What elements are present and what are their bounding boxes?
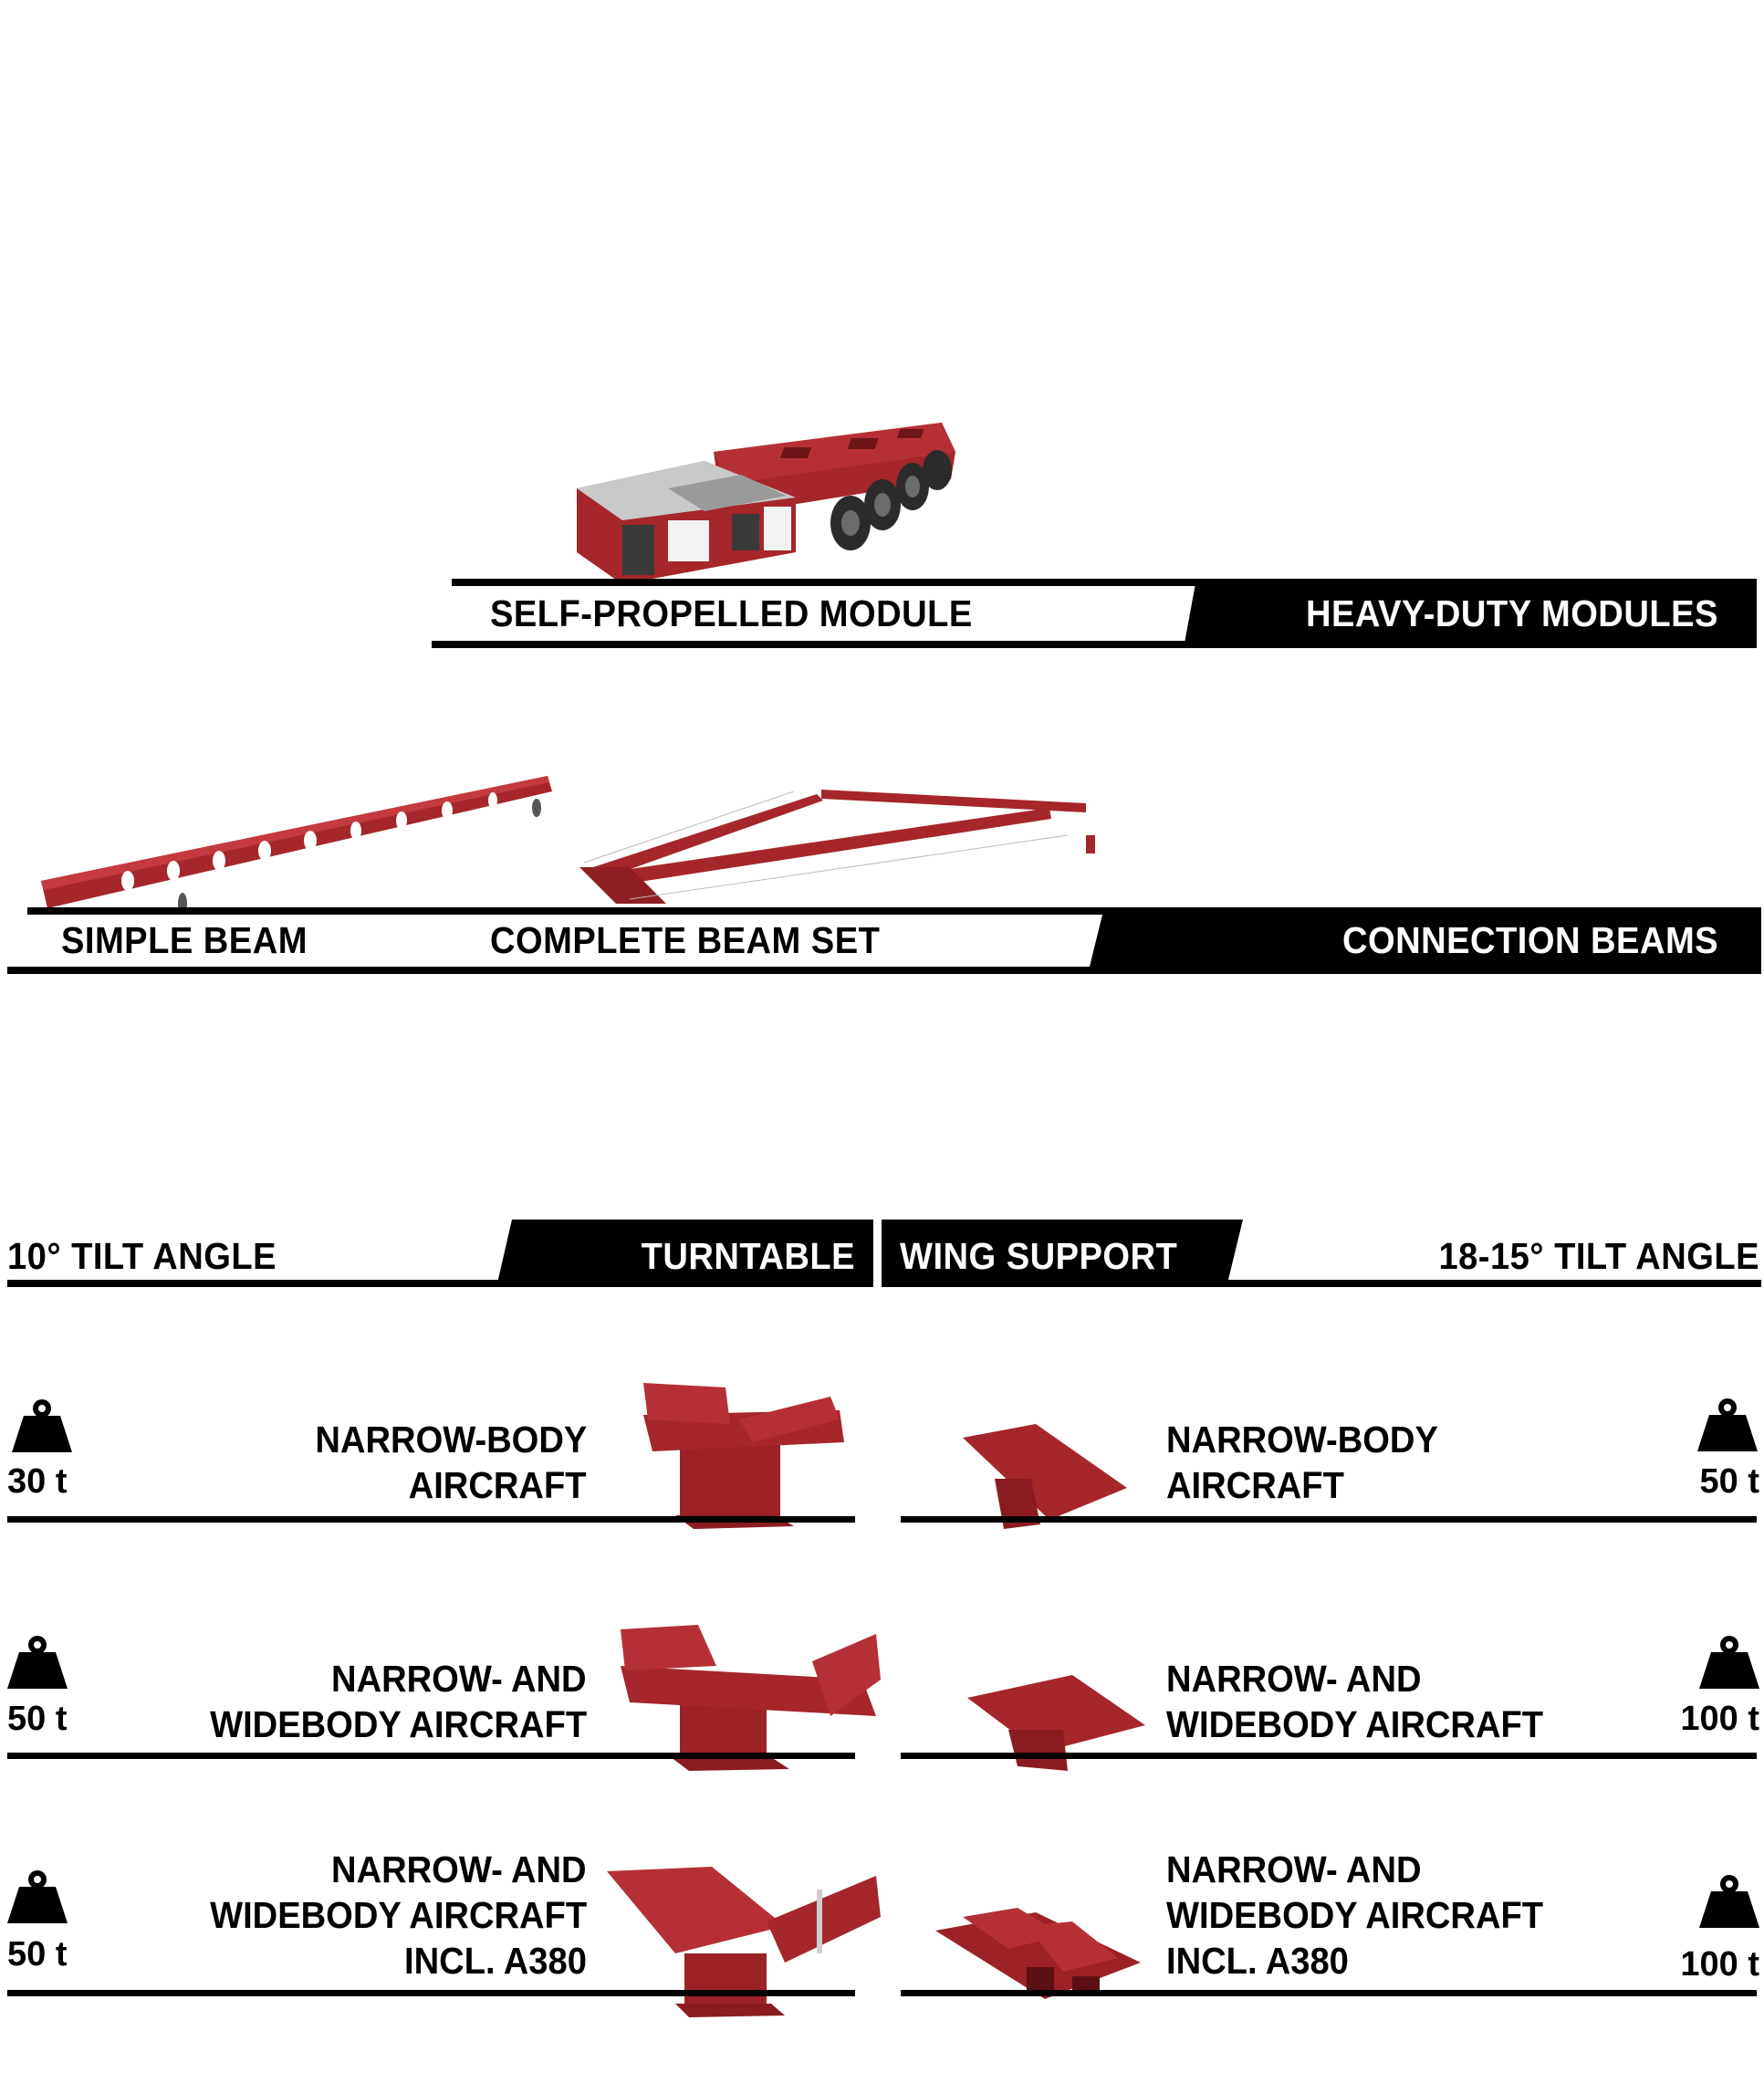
aircraft-type-line: INCL. A380 bbox=[404, 1940, 587, 1982]
row-divider bbox=[901, 1516, 1757, 1523]
weight-icon bbox=[7, 1634, 68, 1689]
turntable-image bbox=[602, 1862, 881, 2017]
wing-support-band bbox=[882, 1220, 1243, 1287]
aircraft-type-line: NARROW- AND bbox=[331, 1658, 587, 1700]
heavy-duty-category-band bbox=[1184, 579, 1757, 648]
weight-icon bbox=[1697, 1397, 1758, 1451]
connection-category-band bbox=[1088, 907, 1761, 974]
complete-beam-set-label: COMPLETE BEAM SET bbox=[490, 919, 881, 961]
turntable-header-rule bbox=[7, 1280, 509, 1287]
weight-icon bbox=[1699, 1873, 1759, 1928]
row-divider bbox=[7, 1990, 855, 1996]
capacity-value: 100 t bbox=[1680, 1700, 1759, 1738]
turntable-category-label: TURNTABLE bbox=[641, 1235, 855, 1277]
aircraft-type-line: NARROW- AND bbox=[331, 1848, 587, 1890]
row-divider bbox=[7, 1516, 855, 1523]
aircraft-type-line: WIDEBODY AIRCRAFT bbox=[209, 1894, 587, 1936]
connection-top-rule bbox=[27, 907, 1761, 915]
heavy-duty-bottom-rule bbox=[432, 641, 1757, 648]
aircraft-type-line: INCL. A380 bbox=[1166, 1940, 1349, 1982]
complete-beam-set-image bbox=[575, 780, 1113, 908]
turntable-tilt-label: 10° TILT ANGLE bbox=[7, 1235, 277, 1277]
turntable-image bbox=[639, 1378, 849, 1529]
turntable-band bbox=[496, 1220, 873, 1287]
row-divider bbox=[901, 1990, 1757, 1996]
row-divider bbox=[901, 1753, 1757, 1759]
spmt-label: SELF-PROPELLED MODULE bbox=[490, 592, 973, 634]
weight-icon bbox=[7, 1869, 68, 1923]
capacity-value: 50 t bbox=[7, 1935, 68, 1974]
spmt-image bbox=[568, 415, 960, 584]
aircraft-type-line: WIDEBODY AIRCRAFT bbox=[1166, 1894, 1544, 1936]
weight-icon bbox=[12, 1398, 72, 1452]
capacity-value: 30 t bbox=[7, 1462, 68, 1501]
aircraft-type-line: NARROW-BODY bbox=[1166, 1419, 1438, 1461]
aircraft-type-line: NARROW- AND bbox=[1166, 1658, 1422, 1700]
capacity-value: 50 t bbox=[7, 1700, 68, 1738]
aircraft-type-line: NARROW-BODY bbox=[315, 1419, 587, 1461]
aircraft-type-line: WIDEBODY AIRCRAFT bbox=[209, 1703, 587, 1745]
wing-support-image bbox=[963, 1675, 1145, 1771]
wing-support-category-label: WING SUPPORT bbox=[900, 1235, 1178, 1277]
heavy-duty-top-rule bbox=[452, 579, 1757, 586]
aircraft-type-line: NARROW- AND bbox=[1166, 1848, 1422, 1890]
weight-icon bbox=[1699, 1634, 1759, 1689]
connection-bottom-rule bbox=[7, 967, 1761, 974]
aircraft-type-line: AIRCRAFT bbox=[409, 1464, 587, 1506]
simple-beam-label: SIMPLE BEAM bbox=[61, 919, 308, 961]
connection-category-label: CONNECTION BEAMS bbox=[1341, 919, 1718, 961]
capacity-value: 50 t bbox=[1699, 1462, 1759, 1501]
capacity-value: 100 t bbox=[1680, 1945, 1759, 1984]
row-divider bbox=[7, 1753, 855, 1759]
aircraft-type-line: AIRCRAFT bbox=[1166, 1464, 1344, 1506]
wing-tilt-label: 18-15° TILT ANGLE bbox=[1438, 1235, 1759, 1277]
turntable-image bbox=[616, 1625, 881, 1771]
heavy-duty-category-label: HEAVY-DUTY MODULES bbox=[1306, 592, 1718, 634]
wing-header-rule bbox=[1223, 1280, 1761, 1287]
wing-support-image bbox=[958, 1424, 1132, 1529]
aircraft-type-line: WIDEBODY AIRCRAFT bbox=[1166, 1703, 1544, 1745]
simple-beam-image bbox=[37, 771, 557, 917]
